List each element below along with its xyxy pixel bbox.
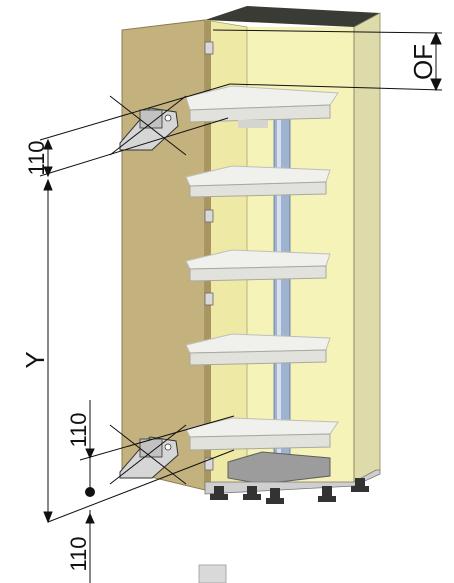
top-hinge-offset-label: 110	[24, 140, 49, 175]
bottom-hinge-icon	[109, 424, 187, 485]
reference-point-icon	[85, 487, 95, 497]
door-edge	[205, 20, 211, 490]
bottom-clearance-label: 110	[66, 536, 91, 571]
shelf	[185, 165, 331, 198]
cabinet-right-side	[353, 12, 381, 483]
cabinet-top	[205, 6, 380, 27]
of-dimension	[212, 29, 443, 92]
shelf	[185, 249, 331, 282]
mounting-plate-icon	[204, 41, 214, 471]
y-label: Y	[20, 351, 50, 368]
pull-out-column	[273, 109, 291, 471]
column-highlight	[277, 110, 281, 470]
of-label: OF	[408, 44, 438, 80]
shelf	[185, 417, 339, 451]
adjustable-foot-icon	[210, 478, 369, 504]
shelf	[185, 333, 331, 366]
shelf	[185, 85, 339, 128]
y-dimension	[43, 178, 53, 524]
cabinet-door	[121, 19, 206, 491]
bottom-runner	[227, 451, 331, 485]
top-hinge-dimension	[39, 83, 231, 178]
detail-placeholder	[198, 564, 227, 583]
bottom-hinge-offset-label: 110	[66, 412, 91, 447]
bottom-clearance-dimension	[85, 510, 95, 583]
bottom-hinge-dimension	[47, 400, 235, 523]
